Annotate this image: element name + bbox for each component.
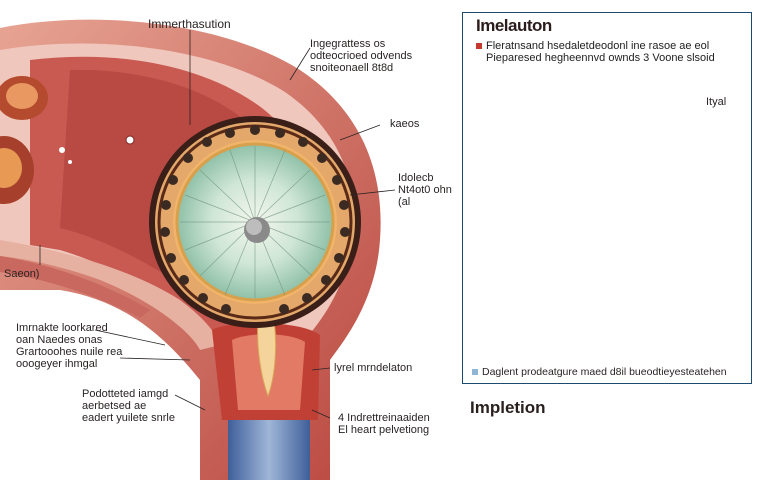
tissue-ovals bbox=[0, 76, 135, 204]
label-left-block-line-3: Grartooohes nuile rea bbox=[16, 346, 123, 358]
inset-subtitle-line-2: Pieparesed hegheennvd ownds 3 Voone slso… bbox=[486, 52, 715, 64]
label-kaeos: kaeos bbox=[390, 118, 420, 130]
label-lower-right: 4 Indrettreinaaiden El heart pelvetiong bbox=[338, 412, 430, 436]
inset-legend-text: Daglent prodeatgure maed d8il bueodtieye… bbox=[482, 366, 727, 378]
embryo-implant bbox=[149, 116, 361, 328]
label-right-mid-line-3: (al bbox=[398, 196, 411, 208]
inset-legend: Daglent prodeatgure maed d8il bueodtieye… bbox=[472, 366, 727, 378]
label-upper-right: Ingegrattess os odteocrioed odvends snoi… bbox=[310, 38, 412, 74]
leader-lines bbox=[39, 30, 396, 419]
label-lyrel: lyrel mrndelaton bbox=[334, 362, 413, 374]
inset-title: Imelauton bbox=[476, 16, 552, 35]
inset-subtitle-line-1: Fleratnsand hsedaletdeodonl ine rasoe ae… bbox=[476, 40, 715, 52]
legend-blue-square bbox=[472, 369, 478, 376]
label-top: Immerthasution bbox=[148, 17, 231, 31]
label-right-mid-line-2: Nt4ot0 ohn bbox=[398, 184, 452, 196]
label-saeon: Saeon) bbox=[4, 268, 40, 280]
lower-tissue bbox=[0, 240, 220, 350]
label-lower-left-line-2: aerbetsed ae bbox=[82, 400, 147, 412]
label-left-block: Imrnakte loorkared oan Naedes onas Grart… bbox=[16, 322, 122, 370]
label-left-block-line-1: Imrnakte loorkared bbox=[16, 322, 108, 334]
label-lower-right-line-1: 4 Indrettreinaaiden bbox=[338, 412, 430, 424]
label-left-block-line-2: oan Naedes onas bbox=[16, 334, 103, 346]
label-lower-left-line-3: eadert yuilete snrle bbox=[82, 412, 175, 424]
inset-subtitle-1-text: Fleratnsand hsedaletdeodonl ine rasoe ae… bbox=[486, 40, 710, 52]
label-lower-left-line-1: Podotteted iamgd bbox=[82, 388, 169, 400]
label-upper-right-line-2: odteocrioed odvends bbox=[310, 50, 413, 62]
inset-subtitle: Fleratnsand hsedaletdeodonl ine rasoe ae… bbox=[476, 40, 715, 64]
legend-red-square bbox=[476, 43, 482, 50]
label-upper-right-line-3: snoiteonaell 8t8d bbox=[310, 62, 394, 74]
bottom-title: Impletion bbox=[470, 398, 546, 417]
label-lower-right-line-2: El heart pelvetiong bbox=[338, 424, 430, 436]
cervical-canal bbox=[212, 319, 320, 480]
label-lower-left: Podotteted iamgd aerbetsed ae eadert yui… bbox=[82, 388, 175, 424]
inset-panel bbox=[462, 12, 752, 384]
label-right-mid: Idolecb Nt4ot0 ohn (al bbox=[398, 172, 452, 208]
label-upper-right-line-1: Ingegrattess os bbox=[310, 38, 386, 50]
label-right-mid-line-1: Idolecb bbox=[398, 172, 434, 184]
inset-tag: Ityal bbox=[706, 96, 727, 108]
label-left-block-line-4: ooogeyer ihmgal bbox=[16, 358, 98, 370]
